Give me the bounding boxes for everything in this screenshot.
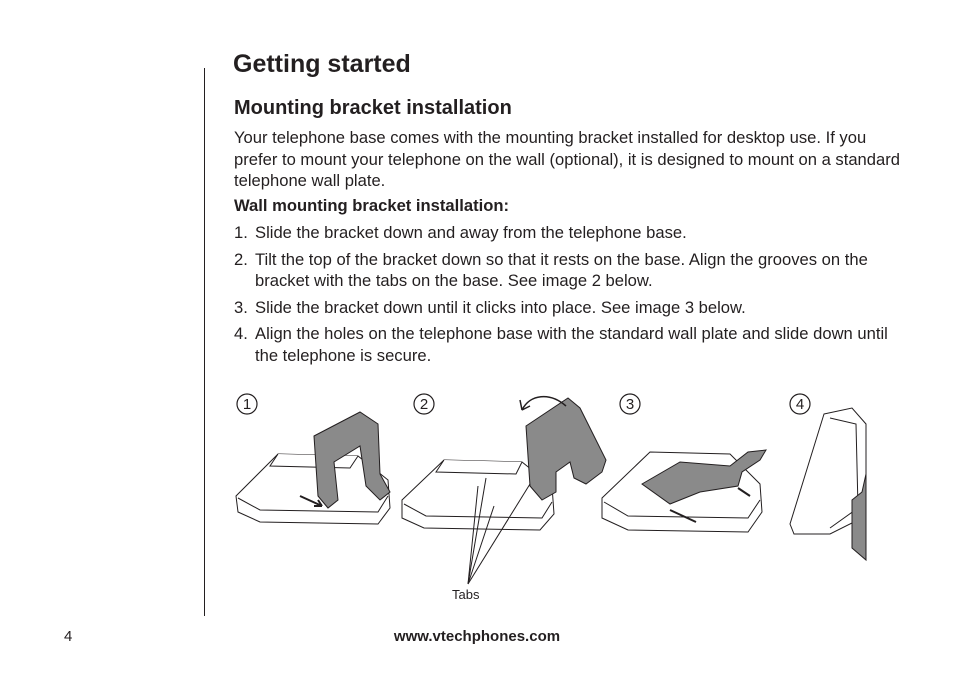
wall-mounting-heading: Wall mounting bracket installation: <box>234 196 510 215</box>
figure-number: 4 <box>796 396 804 413</box>
step-item: 4. Align the holes on the telephone base … <box>234 323 902 366</box>
installation-illustrations: 1 2 3 <box>235 393 867 585</box>
figure-number-circle <box>413 393 435 415</box>
arrow-head-icon <box>314 499 323 507</box>
arrow-icon <box>737 487 751 497</box>
figure-number: 2 <box>420 396 428 413</box>
figure-number-circle <box>619 393 641 415</box>
steps-list: 1. Slide the bracket down and away from t… <box>234 222 902 371</box>
margin-rule <box>204 68 205 616</box>
figure-3: 3 <box>601 393 767 533</box>
rotate-arrow-icon <box>521 396 567 411</box>
figure-1: 1 <box>235 393 391 525</box>
figure-number: 3 <box>626 396 634 413</box>
step-number: 1. <box>234 223 248 242</box>
figure-number-circle <box>789 393 811 415</box>
step-number: 2. <box>234 249 248 269</box>
step-item: 1. Slide the bracket down and away from t… <box>234 222 902 244</box>
step-text: Slide the bracket down and away from the… <box>255 223 687 242</box>
step-number: 3. <box>234 297 248 317</box>
section-title: Mounting bracket installation <box>234 97 512 119</box>
step-item: 2. Tilt the top of the bracket down so th… <box>234 249 902 292</box>
mounting-bracket-illustration <box>525 397 607 501</box>
figure-4: 4 <box>789 393 867 562</box>
tabs-label: Tabs <box>452 587 480 602</box>
bracket-icon <box>851 473 867 562</box>
footer-url: www.vtechphones.com <box>393 628 561 645</box>
telephone-base-illustration <box>235 453 391 525</box>
telephone-base-illustration <box>401 459 555 531</box>
step-text: Align the holes on the telephone base wi… <box>255 324 888 365</box>
arrow-icon <box>299 495 323 507</box>
step-item: 3. Slide the bracket down until it clicks… <box>234 297 902 319</box>
mounting-bracket-illustration <box>641 449 767 505</box>
step-text: Slide the bracket down until it clicks i… <box>255 297 746 317</box>
intro-paragraph: Your telephone base comes with the mount… <box>234 128 901 190</box>
figure-number-circle <box>236 393 258 415</box>
step-number: 4. <box>234 324 248 343</box>
mounting-bracket-illustration <box>313 411 391 509</box>
figure-2: 2 <box>401 393 607 585</box>
arrow-head-icon <box>519 399 531 411</box>
arrow-icon <box>669 509 697 523</box>
page-number: 4 <box>64 628 73 645</box>
step-text: Tilt the top of the bracket down so that… <box>255 249 868 291</box>
figure-number: 1 <box>243 396 251 413</box>
tabs-pointer-lines <box>467 477 531 585</box>
page-title: Getting started <box>233 50 411 78</box>
